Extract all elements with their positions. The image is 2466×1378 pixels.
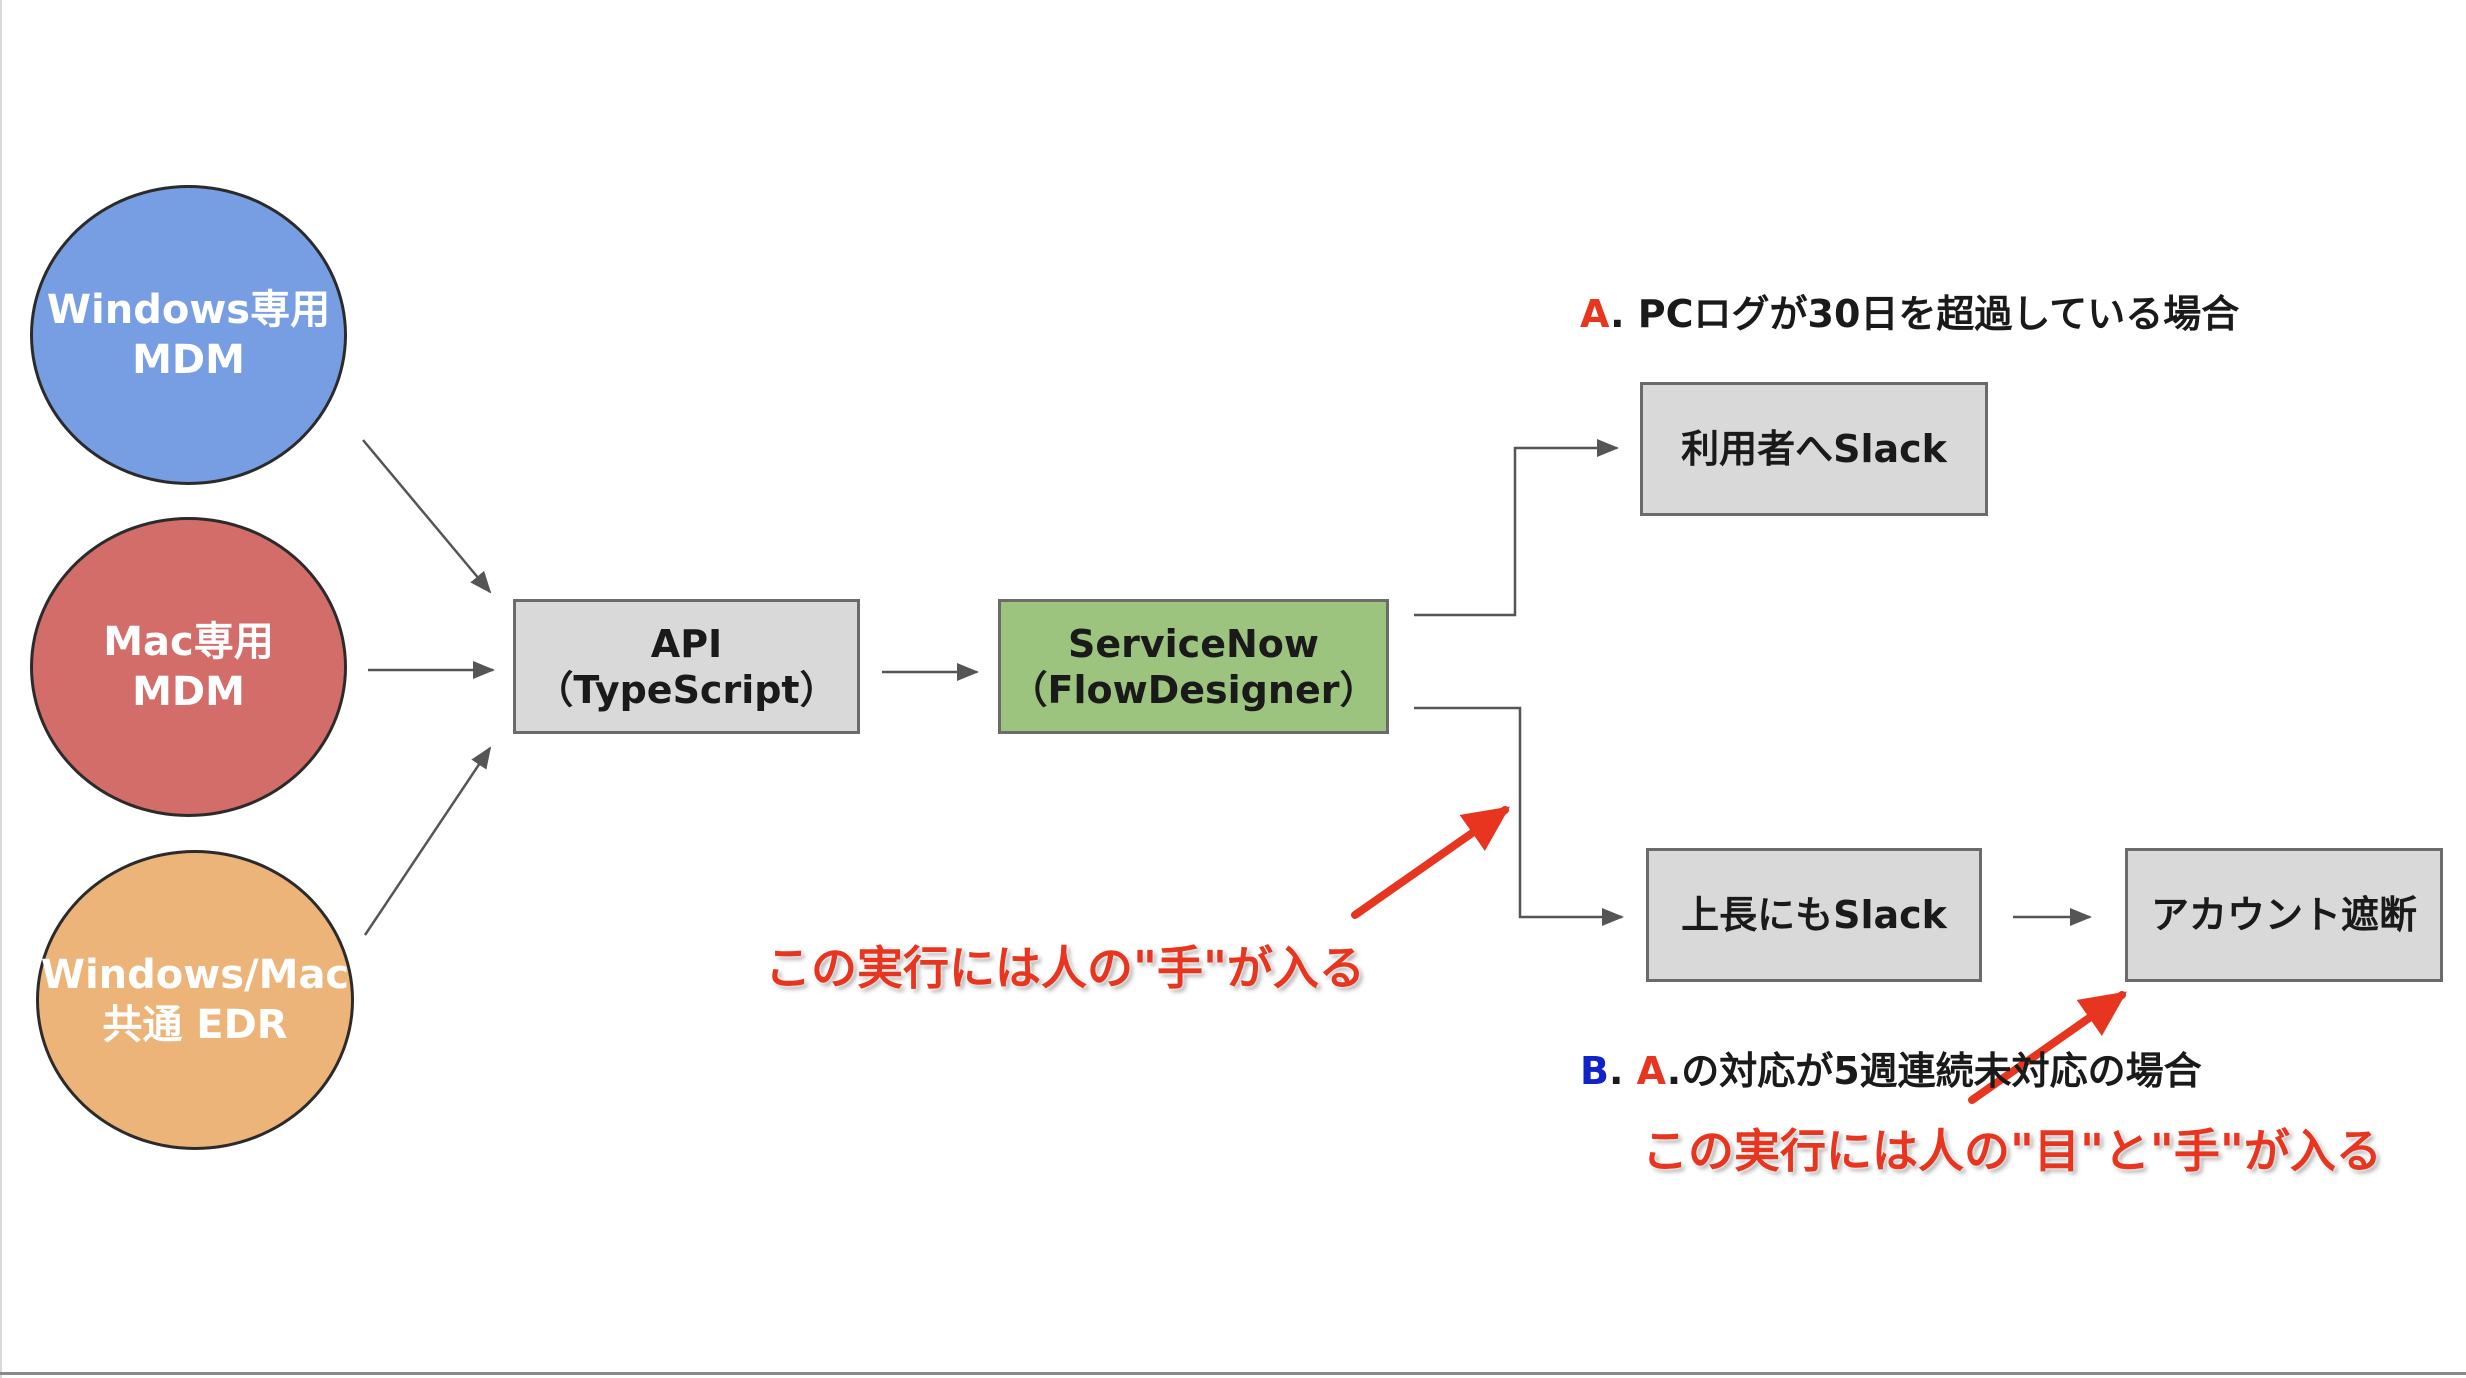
arrow-servicenow-to-boss-slack (1414, 706, 1624, 926)
source-windows-mdm: Windows専用 MDM (30, 185, 347, 485)
condition-b-text: .の対応が5週連続未対応の場合 (1666, 1049, 2202, 1093)
source-mac-mdm-line2: MDM (132, 669, 245, 715)
condition-a-label: A (1580, 292, 1611, 336)
arrow-edr-to-api (363, 746, 492, 936)
condition-b: B. A.の対応が5週連続未対応の場合 (1580, 1040, 2202, 1095)
api-box-line1: API (650, 621, 723, 666)
red-arrow-hand-callout (1351, 806, 1510, 919)
user-slack-box: 利用者へSlack (1640, 382, 1988, 516)
red-arrow-eye-hand-callout (1968, 991, 2127, 1104)
condition-b-label-a: A (1636, 1049, 1667, 1093)
callout-eye-hand: この実行には人の"目"と"手"が入る (1642, 1124, 2382, 1178)
source-windows-mdm-line2: MDM (132, 337, 245, 383)
condition-a: A. PCログが30日を超過している場合 (1580, 283, 2239, 338)
boss-slack-label: 上長にもSlack (1681, 893, 1947, 937)
source-windows-mdm-line1: Windows専用 (46, 287, 331, 333)
source-edr-line1: Windows/Mac (40, 952, 350, 998)
source-edr-line2: 共通 EDR (102, 1002, 288, 1048)
api-box: API （TypeScript） (513, 599, 860, 734)
source-edr: Windows/Mac 共通 EDR (36, 850, 354, 1150)
source-mac-mdm: Mac専用 MDM (30, 517, 347, 817)
arrow-windows-mdm-to-api (362, 439, 492, 594)
source-mac-mdm-line1: Mac専用 (103, 619, 274, 665)
account-block-box: アカウント遮断 (2125, 848, 2443, 982)
slide-left-edge (0, 0, 2, 1378)
condition-b-sep: . (1608, 1049, 1637, 1093)
condition-a-text: . PCログが30日を超過している場合 (1610, 292, 2240, 336)
servicenow-box-line2: （FlowDesigner） (1009, 667, 1378, 712)
servicenow-box: ServiceNow （FlowDesigner） (998, 599, 1389, 734)
servicenow-box-line1: ServiceNow (1068, 621, 1319, 666)
callout-hand: この実行には人の"手"が入る (765, 941, 1365, 995)
user-slack-label: 利用者へSlack (1681, 427, 1947, 471)
boss-slack-box: 上長にもSlack (1646, 848, 1982, 982)
arrow-servicenow-to-user-slack (1414, 439, 1619, 617)
condition-b-label-b: B (1580, 1049, 1609, 1093)
account-block-label: アカウント遮断 (2150, 893, 2417, 937)
slide-bottom-edge (0, 1372, 2466, 1375)
api-box-line2: （TypeScript） (535, 667, 838, 712)
